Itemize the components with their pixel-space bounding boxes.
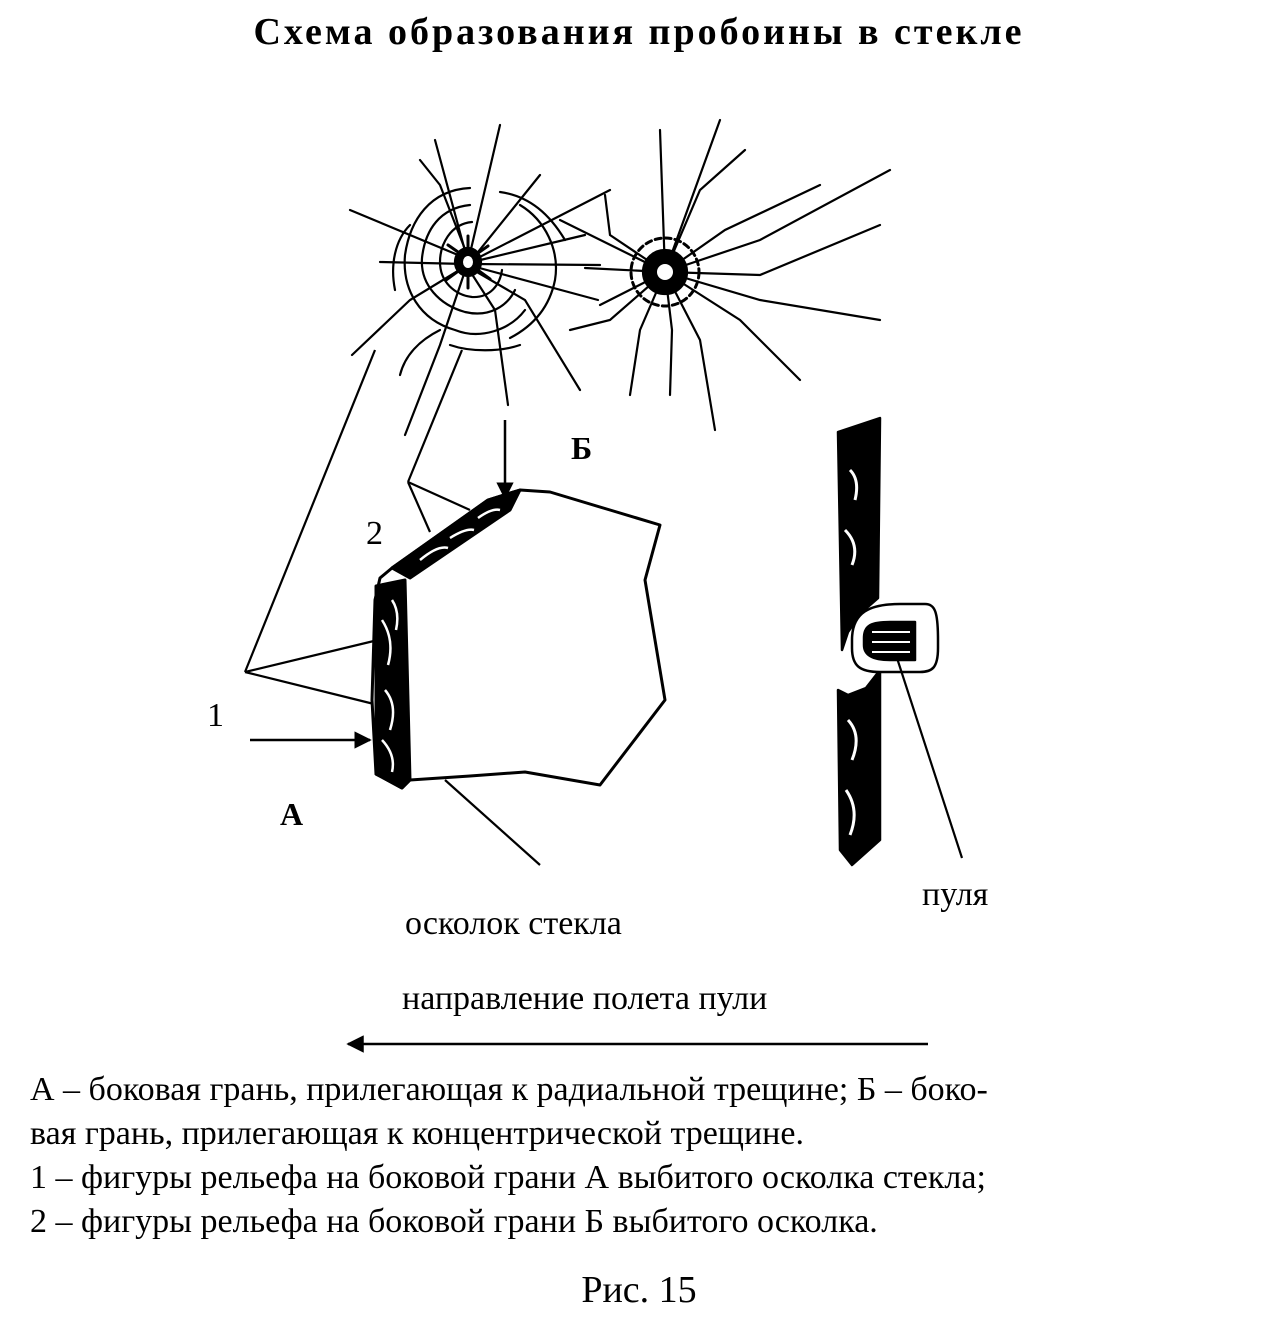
caption-line: А – боковая грань, прилегающая к радиаль… — [30, 1071, 988, 1108]
right-bullet-hole — [558, 118, 892, 432]
label-side-b: Б — [571, 430, 593, 466]
diagram-title: Схема образования пробоины в стекле — [253, 11, 1025, 53]
caption-line: 2 – фигуры рельефа на боковой грани Б вы… — [30, 1203, 878, 1240]
label-one: 1 — [207, 697, 224, 734]
leader-lines — [243, 349, 471, 707]
label-two: 2 — [366, 515, 383, 552]
label-glass-shard: осколок стекла — [405, 905, 622, 942]
caption-line: 1 – фигуры рельефа на боковой грани А вы… — [30, 1159, 986, 1196]
bullet-cross-section — [836, 416, 964, 867]
figure-number: Рис. 15 — [581, 1269, 697, 1311]
label-side-a: А — [280, 796, 304, 832]
caption: А – боковая грань, прилегающая к радиаль… — [30, 1068, 1255, 1244]
label-flight-direction: направление полета пули — [402, 980, 768, 1017]
label-bullet: пуля — [922, 876, 989, 913]
glass-shard — [370, 488, 667, 866]
left-bullet-hole — [348, 123, 612, 437]
caption-line: вая грань, прилегающая к концентрической… — [30, 1115, 804, 1152]
